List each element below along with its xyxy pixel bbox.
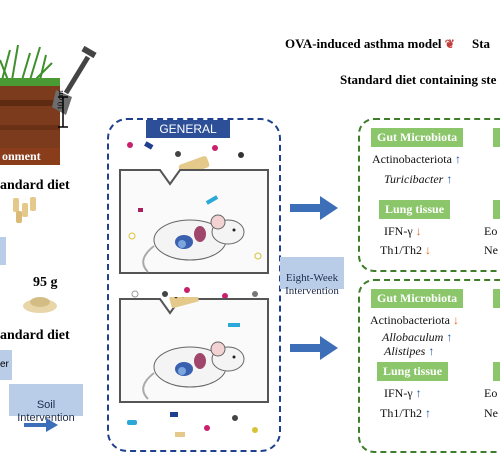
standard-diet-top: andard diet	[0, 178, 70, 193]
eight-week-text: Eight-Week Intervention	[285, 272, 339, 297]
shovel-icon	[52, 45, 97, 115]
left-blue-bar-1	[0, 237, 6, 265]
bottom-lung-line-1: IFN-γ ↑	[384, 386, 422, 400]
bottom-partial-ne: Ne	[484, 406, 498, 420]
top-gut-tag-right-partial	[493, 128, 500, 147]
particles-middle	[131, 287, 258, 299]
grass-icon	[0, 45, 53, 81]
diet-pellets-icon	[13, 197, 36, 223]
model-title-cut: Sta	[472, 36, 491, 51]
weight-label: 95 g	[33, 275, 58, 290]
eight-week-label: Eight-Week Intervention	[280, 257, 344, 297]
bottom-gut-line-1: Actinobacteriota ↓	[370, 313, 459, 327]
diet-title: Standard diet containing ste	[340, 72, 497, 87]
bottom-gut-tag: Gut Microbiota	[371, 289, 464, 308]
top-lung-tag: Lung tissue	[379, 200, 451, 219]
bottom-gut-tag-right-partial	[493, 289, 500, 308]
soil-illustration	[0, 45, 97, 152]
bottom-cage	[119, 297, 269, 403]
top-partial-eo: Eo	[484, 224, 498, 238]
bottom-lung-line-2: Th1/Th2 ↑	[380, 406, 431, 420]
lungs-icon: ❦	[444, 37, 455, 51]
arrow-top-icon	[290, 196, 338, 220]
bottom-gut-line-3: Alistipes ↑	[384, 344, 435, 358]
top-gut-tag: Gut Microbiota	[371, 128, 464, 147]
arrow-bottom-icon	[290, 336, 338, 360]
top-gut-line-1: Actinobacteriota ↑	[372, 152, 461, 166]
soil-intervention-label: Soil Intervention	[9, 384, 83, 424]
top-lung-tag-right-partial	[493, 200, 500, 219]
soil-depth-label: 10 cm	[56, 90, 65, 110]
er-text: er	[0, 359, 9, 370]
top-gut-line-2: Turicibacter ↑	[384, 172, 453, 186]
mouse-icon	[142, 214, 245, 273]
top-cage	[119, 169, 269, 274]
model-title: OVA-induced asthma model ❦	[285, 36, 455, 51]
bottom-lung-tag-right-partial	[493, 362, 500, 381]
soil-intervention-text: Soil Intervention	[17, 399, 75, 424]
bottom-lung-tag: Lung tissue	[377, 362, 449, 381]
mouse-icon	[142, 341, 245, 400]
general-label: GENERAL	[146, 120, 230, 138]
bottom-partial-eo: Eo	[484, 386, 498, 400]
arrow-right-icon	[24, 418, 58, 432]
standard-diet-bottom: andard diet	[0, 328, 70, 343]
top-partial-ne: Ne	[484, 243, 498, 257]
environment-label: onment	[0, 148, 60, 165]
bottom-gut-line-2: Allobaculum ↑	[382, 330, 453, 344]
particles-bottom	[127, 412, 258, 437]
soil-pile-icon	[23, 297, 57, 313]
left-blue-label-er: er	[0, 350, 12, 380]
top-lung-line-1: IFN-γ ↓	[384, 224, 422, 238]
top-lung-line-2: Th1/Th2 ↓	[380, 243, 431, 257]
